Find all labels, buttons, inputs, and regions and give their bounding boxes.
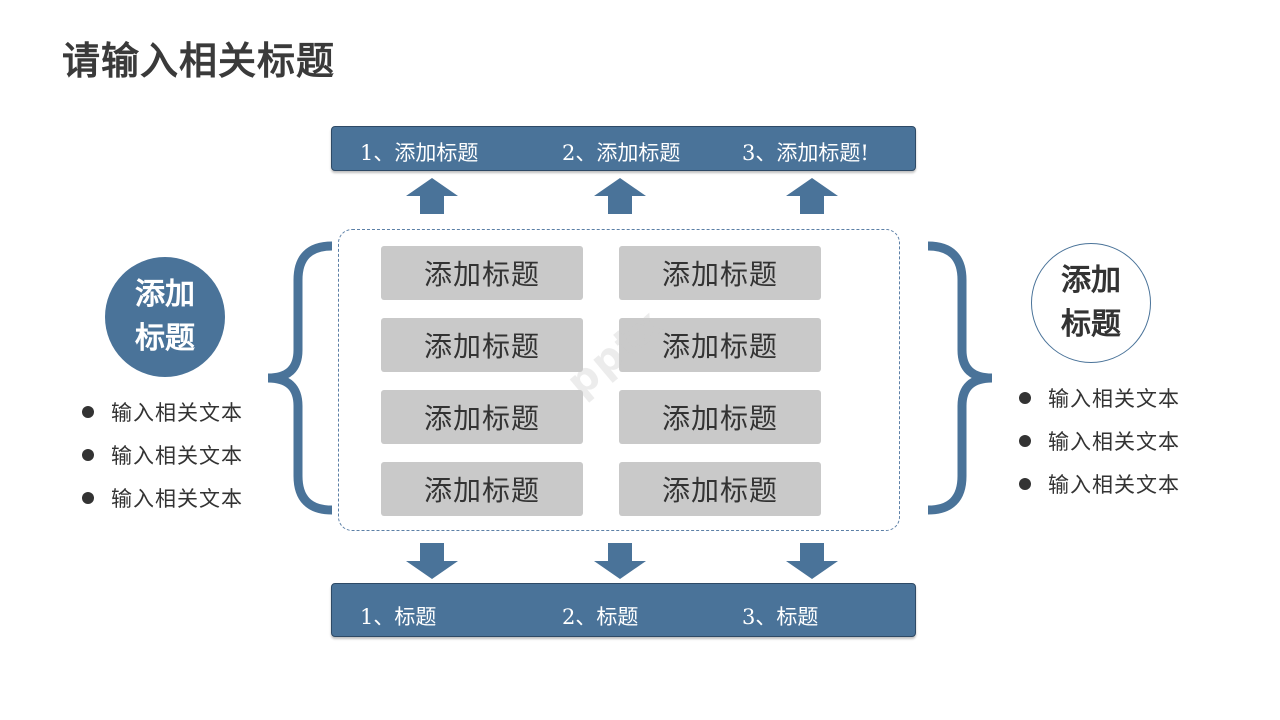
arrow-down-icon [406,543,458,579]
top-bar-item-1[interactable]: 1、添加标题 [360,141,479,165]
list-item: 输入相关文本 [1019,376,1180,419]
bullet-text[interactable]: 输入相关文本 [111,400,243,425]
title-box-6[interactable]: 添加标题 [619,390,821,444]
bullet-dot-icon [1019,434,1031,447]
right-curly-brace-icon [927,241,993,515]
bullet-dot-icon [1019,477,1031,490]
bullet-dot-icon [82,405,94,418]
left-circle-line-1: 添加 [135,277,195,312]
title-box-8[interactable]: 添加标题 [619,462,821,516]
arrow-down-icon [786,543,838,579]
title-box-2[interactable]: 添加标题 [619,246,821,300]
bullet-text[interactable]: 输入相关文本 [1048,429,1180,454]
top-bar-item-2[interactable]: 2、添加标题 [562,141,681,165]
center-frame [338,229,900,531]
bullet-text[interactable]: 输入相关文本 [1048,472,1180,497]
bottom-bar: 1、标题 2、标题 3、标题 [331,583,916,637]
title-box-1[interactable]: 添加标题 [381,246,583,300]
list-item: 输入相关文本 [82,476,243,519]
bottom-bar-item-2[interactable]: 2、标题 [562,605,639,629]
list-item: 输入相关文本 [1019,419,1180,462]
arrow-up-icon [406,178,458,214]
title-box-3[interactable]: 添加标题 [381,318,583,372]
left-bullet-list: 输入相关文本 输入相关文本 输入相关文本 [82,390,243,519]
right-circle-line-2: 标题 [1061,307,1121,342]
bullet-text[interactable]: 输入相关文本 [111,443,243,468]
right-bullet-list: 输入相关文本 输入相关文本 输入相关文本 [1019,376,1180,505]
bottom-bar-item-1[interactable]: 1、标题 [360,605,437,629]
bullet-text[interactable]: 输入相关文本 [111,486,243,511]
left-circle-line-2: 标题 [135,321,195,356]
bullet-text[interactable]: 输入相关文本 [1048,386,1180,411]
right-circle-badge[interactable]: 添加 标题 [1031,243,1151,363]
list-item: 输入相关文本 [82,390,243,433]
arrow-down-icon [594,543,646,579]
left-curly-brace-icon [267,241,333,515]
title-box-5[interactable]: 添加标题 [381,390,583,444]
title-box-7[interactable]: 添加标题 [381,462,583,516]
list-item: 输入相关文本 [82,433,243,476]
right-circle-line-1: 添加 [1061,263,1121,298]
list-item: 输入相关文本 [1019,462,1180,505]
top-bar-item-3[interactable]: 3、添加标题! [742,141,869,165]
bullet-dot-icon [1019,391,1031,404]
arrow-up-icon [786,178,838,214]
bullet-dot-icon [82,448,94,461]
arrow-up-icon [594,178,646,214]
title-box-4[interactable]: 添加标题 [619,318,821,372]
left-circle-badge[interactable]: 添加 标题 [105,257,225,377]
top-bar: 1、添加标题 2、添加标题 3、添加标题! [331,126,916,171]
page-title: 请输入相关标题 [62,38,336,83]
bottom-bar-item-3[interactable]: 3、标题 [742,605,819,629]
bullet-dot-icon [82,491,94,504]
